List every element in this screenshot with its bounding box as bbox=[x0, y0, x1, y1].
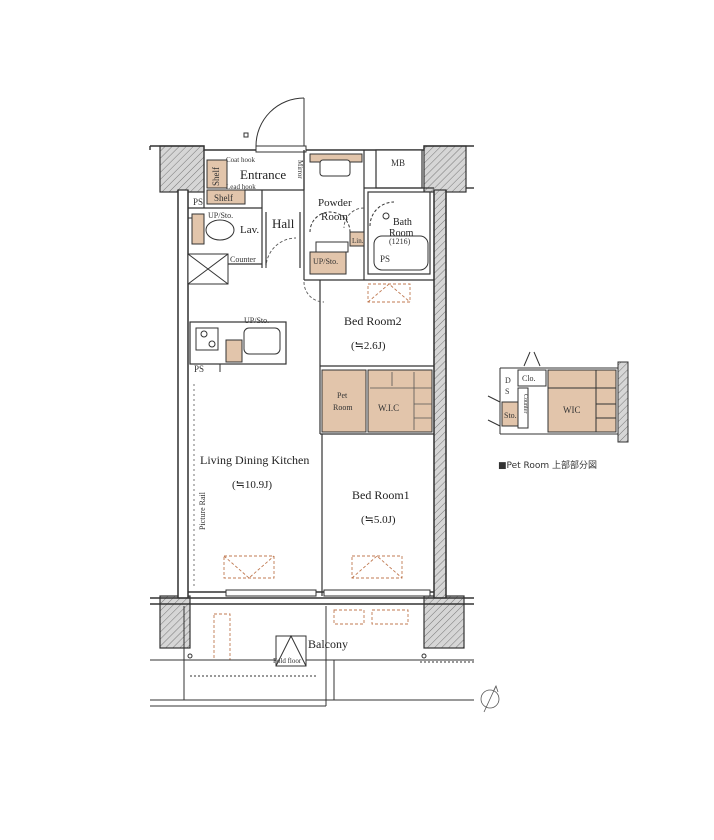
bath-size-label: (1216) bbox=[389, 237, 411, 246]
ps-kitchen-label: PS bbox=[194, 364, 204, 374]
mb-label: MB bbox=[391, 158, 405, 168]
coat-hook-label: Coat hook bbox=[226, 156, 255, 164]
balcony-label: Balcony bbox=[308, 637, 348, 651]
inset-counter-label: Counter bbox=[522, 394, 528, 413]
bath-label-2: Room bbox=[389, 228, 414, 239]
storage-areas bbox=[206, 153, 433, 433]
bedroom1-size-label: (≒5.0J) bbox=[361, 514, 396, 526]
shelf-label: Shelf bbox=[214, 193, 233, 203]
inset-labels: D S Clo. Sto. Counter WIC ■Pet Room 上部部分… bbox=[498, 374, 597, 471]
bathtub bbox=[369, 201, 429, 271]
bath-label-1: Bath bbox=[393, 217, 412, 228]
room-labels: Entrance Coat hook Mirror Shelf Shelf Le… bbox=[193, 156, 414, 665]
inset-plan bbox=[487, 351, 629, 443]
ps-bath-label: PS bbox=[380, 254, 390, 264]
wic-area bbox=[367, 369, 433, 433]
powder-fixtures bbox=[309, 159, 351, 253]
wic-label: W.I.C bbox=[378, 403, 399, 413]
ps-upper-left-label: PS bbox=[193, 197, 203, 207]
pet-label-1: Pet bbox=[337, 391, 348, 400]
inset-clo-label: Clo. bbox=[522, 374, 536, 383]
wic-shelving bbox=[370, 372, 432, 430]
ldk-size-label: (≒10.9J) bbox=[232, 479, 272, 491]
mirror-label: Mirror bbox=[296, 160, 304, 179]
inset-ds-s: S bbox=[505, 387, 509, 396]
kitchen-upsto bbox=[225, 339, 243, 363]
lin-shelf bbox=[349, 231, 365, 247]
fold-floor-label: Fold floor bbox=[273, 657, 302, 665]
lav-label: Lav. bbox=[240, 224, 259, 236]
sliding-windows bbox=[225, 589, 431, 597]
up-sto-powder-label: UP/Sto. bbox=[313, 257, 338, 266]
inset-wic-label: WIC bbox=[563, 405, 581, 415]
ps-box-left bbox=[187, 253, 229, 285]
inset-ds-d: D bbox=[505, 376, 511, 385]
entrance-label: Entrance bbox=[240, 167, 286, 182]
lin-label: Lin. bbox=[352, 237, 364, 245]
lead-hook-label: Lead hook bbox=[226, 183, 256, 191]
powder-label-1: Powder bbox=[318, 197, 352, 209]
kitchen-fixtures bbox=[195, 327, 281, 372]
entrance-door bbox=[243, 97, 307, 153]
counter-label: Counter bbox=[230, 255, 256, 264]
entrance-shelf bbox=[206, 189, 246, 205]
picture-rail-label: Picture Rail bbox=[198, 491, 207, 530]
toilet bbox=[188, 213, 235, 245]
balcony bbox=[150, 606, 474, 707]
inset-caption: ■Pet Room 上部部分図 bbox=[498, 459, 597, 471]
powder-label-2: Room bbox=[321, 211, 348, 223]
inset-sto-label: Sto. bbox=[504, 411, 517, 420]
pet-room bbox=[321, 369, 367, 433]
interior-doors bbox=[265, 207, 365, 303]
hall-label: Hall bbox=[272, 216, 295, 231]
ldk-label: Living Dining Kitchen bbox=[200, 453, 309, 467]
compass-icon bbox=[480, 684, 500, 713]
bedroom2-size-label: (≒2.6J) bbox=[351, 340, 386, 352]
shelf-top-label: Shelf bbox=[211, 167, 221, 186]
bedroom2-label: Bed Room2 bbox=[344, 314, 402, 328]
pet-label-2: Room bbox=[333, 403, 353, 412]
bedroom1-label: Bed Room1 bbox=[352, 488, 410, 502]
up-sto-lav-label: UP/Sto. bbox=[208, 211, 233, 220]
entrance-shelf-top bbox=[206, 159, 228, 189]
up-sto-kitchen-label: UP/Sto. bbox=[244, 316, 269, 325]
